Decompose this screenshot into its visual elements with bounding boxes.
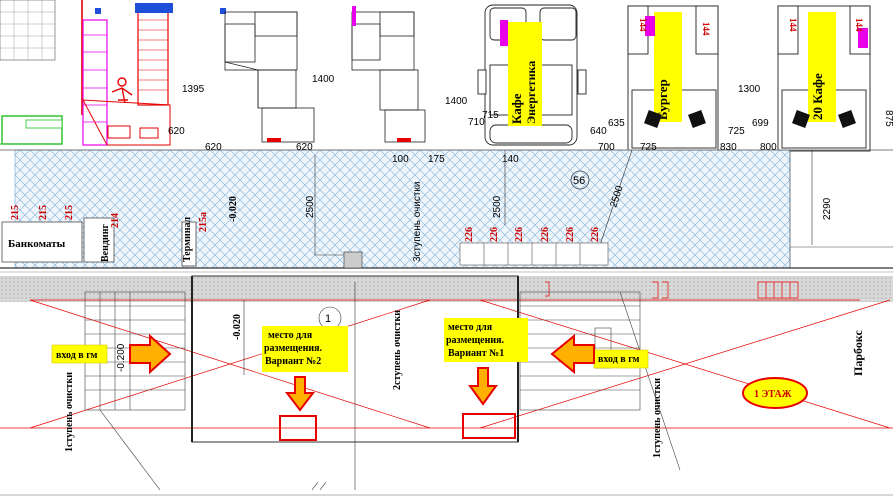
level-c: -0.200 bbox=[116, 343, 127, 372]
label-kafe: Кафе bbox=[509, 93, 524, 124]
dim-175: 175 bbox=[428, 154, 445, 165]
level-a: -0.020 bbox=[228, 196, 239, 222]
dim-830: 830 bbox=[720, 142, 737, 153]
variant-2-callout: место для размещения. Вариант №2 bbox=[262, 326, 348, 372]
tag-215c: 215 bbox=[64, 205, 75, 220]
red-guide-lines bbox=[0, 281, 893, 429]
tag-226-4: 226 bbox=[540, 227, 551, 242]
room-number: 56 bbox=[573, 175, 585, 187]
arrow-down-icon-2 bbox=[468, 367, 498, 406]
dim-700: 700 bbox=[598, 142, 615, 153]
tag-144a: 144 bbox=[701, 22, 711, 36]
entry-left-callout: вход в гм bbox=[51, 344, 108, 364]
dim-2290: 2290 bbox=[822, 197, 833, 220]
label-stage2: 2ступень очистки bbox=[392, 310, 403, 390]
dim-620a: 620 bbox=[168, 126, 185, 137]
label-bankomaty: Банкоматы bbox=[8, 238, 66, 250]
label-terminal: Терминал bbox=[182, 216, 193, 262]
person-icon bbox=[111, 77, 133, 104]
tag-215b: 215 bbox=[38, 205, 49, 220]
svg-text:Вариант №2: Вариант №2 bbox=[265, 356, 321, 367]
partition bbox=[0, 276, 893, 302]
tag-144b: 144 bbox=[638, 18, 648, 32]
arrow-right-icon bbox=[129, 333, 172, 375]
svg-text:место для: место для bbox=[448, 322, 493, 333]
zone-number: 1 bbox=[325, 313, 331, 325]
label-burger: Бургер bbox=[655, 79, 670, 120]
storefront-area: Кафе Энергетика Бургер 144 144 20 Кафе 1… bbox=[0, 0, 871, 152]
tag-226-6: 226 bbox=[590, 227, 601, 242]
label-parbox: Парбокс bbox=[851, 330, 865, 376]
variant-2-spot bbox=[279, 415, 317, 441]
floor-badge: 1 ЭТАЖ bbox=[742, 377, 808, 409]
svg-text:вход в гм: вход в гм bbox=[598, 354, 640, 365]
corridor: 56 bbox=[0, 149, 893, 269]
tag-215a2: 215а bbox=[198, 212, 209, 232]
dim-640: 640 bbox=[590, 126, 607, 137]
tag-226-3: 226 bbox=[514, 227, 525, 242]
dim-2500b: 2500 bbox=[492, 195, 503, 218]
svg-text:1 ЭТАЖ: 1 ЭТАЖ bbox=[754, 389, 792, 400]
label-stage3: 3ступень очистки bbox=[412, 182, 423, 262]
dim-710: 710 bbox=[468, 117, 485, 128]
arrow-down-icon bbox=[284, 376, 316, 412]
tag-226-2: 226 bbox=[489, 227, 500, 242]
dim-1395: 1395 bbox=[182, 84, 205, 95]
tag-144d: 144 bbox=[854, 18, 864, 32]
dim-725: 725 bbox=[640, 142, 657, 153]
svg-text:размещения.: размещения. bbox=[446, 335, 505, 346]
dim-635: 635 bbox=[608, 118, 625, 129]
tag-214: 214 bbox=[110, 213, 121, 228]
label-vending: Вендинг bbox=[100, 224, 111, 262]
dim-875: 875 bbox=[883, 110, 893, 127]
variant-1-callout: место для размещения. Вариант №1 bbox=[444, 318, 528, 362]
dim-140: 140 bbox=[502, 154, 519, 165]
svg-text:место для: место для bbox=[268, 330, 313, 341]
dim-1300: 1300 bbox=[738, 84, 761, 95]
dim-800: 800 bbox=[760, 142, 777, 153]
label-energetika: Энергетика bbox=[524, 61, 538, 124]
label-stage1-right: 1ступень очистки bbox=[652, 378, 663, 458]
dim-725b: 725 bbox=[728, 126, 745, 137]
dim-100: 100 bbox=[392, 154, 409, 165]
tag-226-1: 226 bbox=[464, 227, 475, 242]
tag-215a: 215 bbox=[10, 205, 21, 220]
level-b: -0.020 bbox=[232, 314, 243, 340]
entry-right-callout: вход в гм bbox=[593, 349, 649, 369]
variant-1-spot bbox=[462, 413, 516, 439]
dim-699: 699 bbox=[752, 118, 769, 129]
label-kafe-20: 20 Кафе bbox=[810, 73, 825, 120]
tag-226-5: 226 bbox=[565, 227, 576, 242]
dim-1400b: 1400 bbox=[445, 96, 468, 107]
dim-620c: 620 bbox=[296, 142, 313, 153]
svg-text:вход в гм: вход в гм bbox=[56, 350, 98, 361]
svg-text:размещения.: размещения. bbox=[264, 343, 323, 354]
dim-620b: 620 bbox=[205, 142, 222, 153]
dim-715: 715 bbox=[482, 110, 499, 121]
label-stage1-left: 1ступень очистки bbox=[64, 372, 75, 452]
arrow-left-icon bbox=[550, 333, 595, 375]
tag-144c: 144 bbox=[788, 18, 798, 32]
svg-text:Вариант №1: Вариант №1 bbox=[448, 348, 504, 359]
dim-1400a: 1400 bbox=[312, 74, 335, 85]
tags: 215 215 215 214 215а 226 226 226 226 226… bbox=[10, 205, 601, 242]
dim-2500a: 2500 bbox=[305, 195, 316, 218]
dimensions: 1395 1400 1400 1300 620 620 620 710 715 … bbox=[168, 74, 893, 220]
